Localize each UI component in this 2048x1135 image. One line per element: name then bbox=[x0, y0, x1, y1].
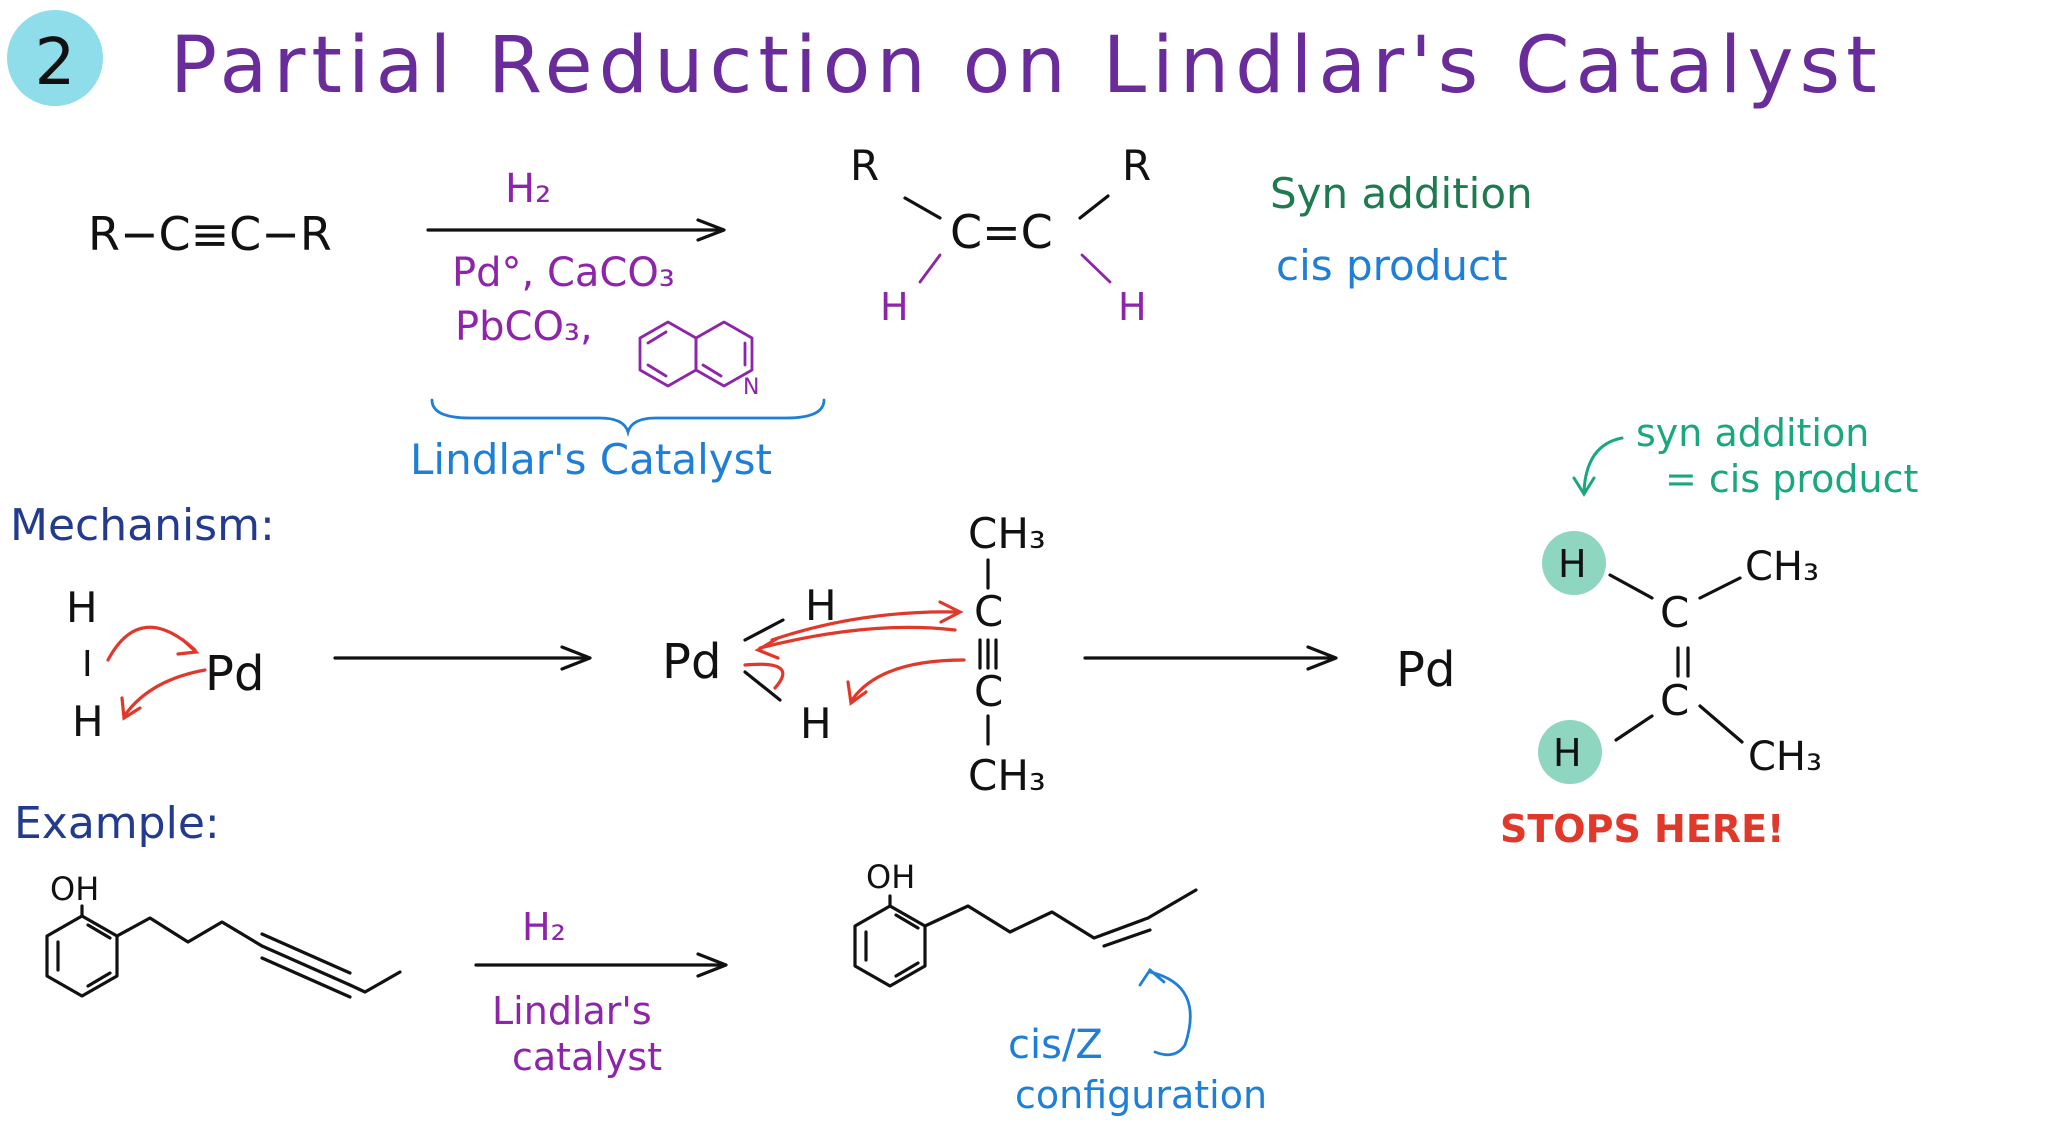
note-cis-product: cis product bbox=[1276, 241, 1508, 290]
svg-text:OH: OH bbox=[866, 858, 915, 896]
svg-text:N: N bbox=[743, 375, 759, 400]
step-number: 2 bbox=[35, 26, 76, 100]
annotation-arrow bbox=[1582, 436, 1624, 494]
svg-text:C: C bbox=[974, 667, 1003, 716]
example-note-cisz: cis/Z bbox=[1008, 1022, 1103, 1068]
page-title: Partial Reduction on Lindlar's Catalyst bbox=[170, 21, 1883, 111]
svg-text:CH₃: CH₃ bbox=[1745, 544, 1819, 590]
example-arrow-head bbox=[696, 952, 728, 978]
stop-label: STOPS HERE! bbox=[1500, 807, 1784, 851]
reagent-pd-caco3: Pd°, CaCO₃ bbox=[452, 250, 675, 296]
product-r-right: R bbox=[1122, 141, 1151, 190]
reactant-alkyne: R−C≡C−R bbox=[88, 207, 332, 261]
example-reagent-catalyst: catalyst bbox=[512, 1035, 662, 1079]
quinoline-structure: N bbox=[638, 320, 759, 400]
example-reactant: OH bbox=[45, 870, 402, 999]
mech-arrow-1-head bbox=[560, 645, 592, 671]
reaction-arrow-head bbox=[696, 218, 726, 242]
svg-text:H: H bbox=[1558, 542, 1587, 586]
example-reagent-h2: H₂ bbox=[522, 905, 566, 949]
svg-text:Pd: Pd bbox=[662, 634, 721, 690]
annotation-cis: = cis product bbox=[1665, 457, 1918, 501]
cis-alkene-product: R R C=C H H bbox=[850, 141, 1151, 329]
svg-text:H: H bbox=[66, 583, 98, 632]
reagent-pbco3: PbCO₃, bbox=[455, 304, 593, 350]
catalyst-brace bbox=[430, 398, 826, 438]
svg-text:Pd: Pd bbox=[205, 646, 264, 702]
example-product: OH bbox=[853, 858, 1198, 988]
svg-text:H: H bbox=[805, 581, 837, 630]
product-h-left: H bbox=[880, 285, 909, 329]
svg-text:C: C bbox=[1660, 676, 1689, 725]
svg-text:CH₃: CH₃ bbox=[968, 509, 1046, 558]
svg-text:H: H bbox=[72, 697, 104, 746]
svg-text:OH: OH bbox=[50, 870, 99, 908]
example-note-config: configuration bbox=[1015, 1073, 1267, 1117]
svg-text:H: H bbox=[800, 699, 832, 748]
svg-text:C: C bbox=[1660, 588, 1689, 637]
product-core: C=C bbox=[950, 205, 1053, 259]
step-number-badge bbox=[7, 10, 103, 106]
mechanism-step-2: Pd H H CH₃ C C CH₃ bbox=[662, 509, 1046, 800]
brace-label: Lindlar's Catalyst bbox=[410, 435, 772, 484]
svg-text:Pd: Pd bbox=[1396, 642, 1455, 698]
annotation-syn: syn addition bbox=[1636, 411, 1869, 455]
svg-text:CH₃: CH₃ bbox=[968, 751, 1046, 800]
svg-text:C: C bbox=[974, 587, 1003, 636]
mechanism-step-1: H I H Pd bbox=[66, 583, 264, 746]
mechanism-heading: Mechanism: bbox=[10, 500, 275, 551]
example-reagent-lindlar: Lindlar's bbox=[492, 989, 652, 1033]
note-syn-addition: Syn addition bbox=[1270, 169, 1533, 218]
reagent-h2: H₂ bbox=[505, 166, 551, 212]
product-h-right: H bbox=[1118, 285, 1147, 329]
mechanism-step-3: Pd H H C C CH₃ CH₃ bbox=[1396, 531, 1822, 784]
svg-text:H: H bbox=[1553, 731, 1582, 775]
cis-z-arrow bbox=[1148, 970, 1192, 1057]
example-heading: Example: bbox=[14, 798, 220, 849]
product-r-left: R bbox=[850, 141, 879, 190]
svg-text:I: I bbox=[82, 644, 93, 685]
mech-arrow-2-head bbox=[1306, 645, 1338, 671]
svg-text:CH₃: CH₃ bbox=[1748, 734, 1822, 780]
